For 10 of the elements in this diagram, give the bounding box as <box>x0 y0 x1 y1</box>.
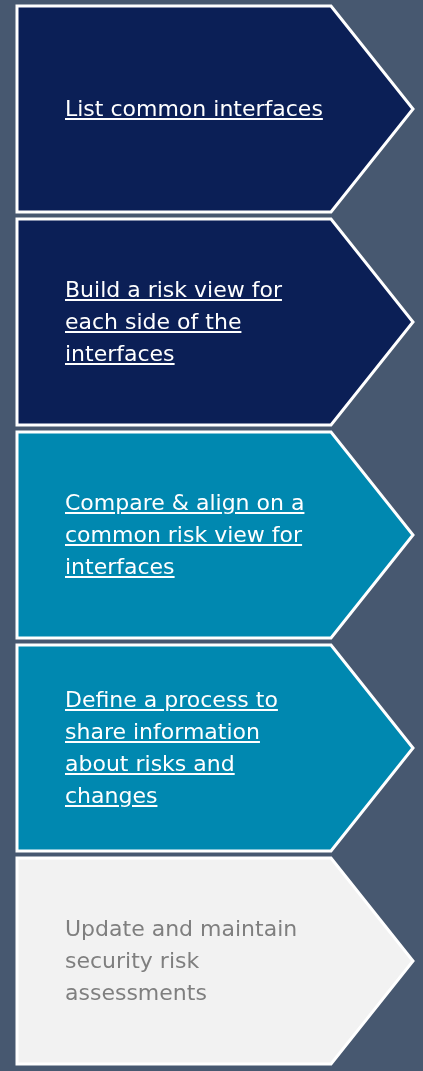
step-link: Build a risk view for each side of the interfaces <box>65 276 283 368</box>
chevron-step <box>15 430 417 640</box>
step-link: Define a process to share information about risks and changes <box>65 686 279 810</box>
chevron-step <box>15 856 417 1066</box>
chevron-step <box>15 217 417 427</box>
step-link: List common interfaces <box>65 95 323 123</box>
step-text: Update and maintain security risk assessments <box>65 915 299 1007</box>
chevron-step <box>15 643 417 853</box>
step-link: Compare & align on a common risk view for interfaces <box>65 489 306 581</box>
chevron-step <box>15 4 417 214</box>
